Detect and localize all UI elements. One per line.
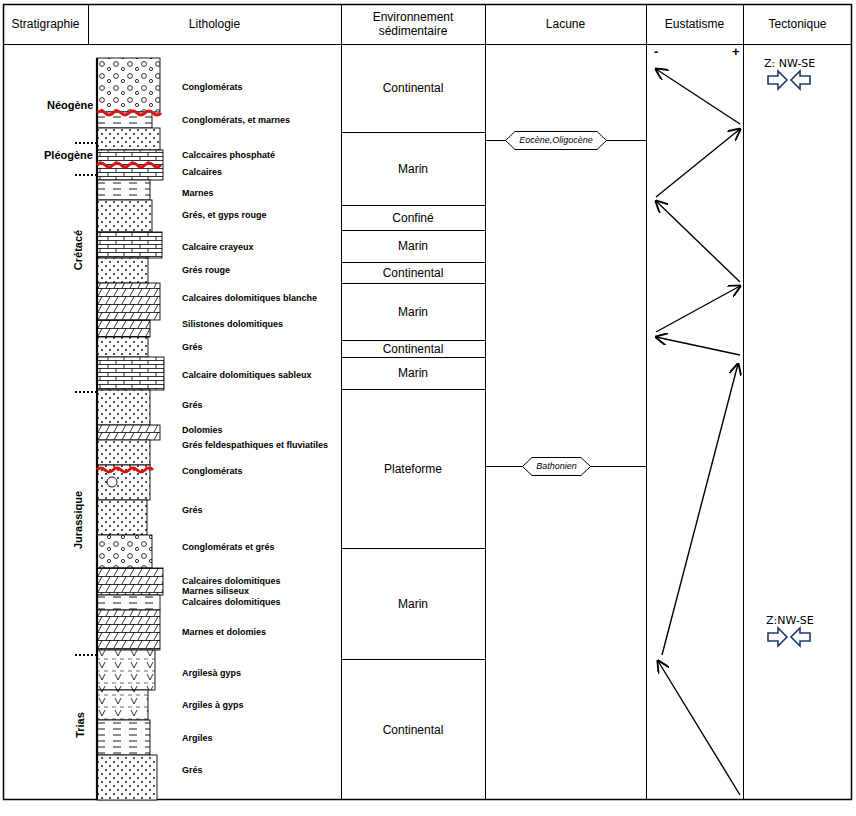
- header-text: Tectonique: [768, 17, 826, 31]
- lithology-label: Grés feldespathiques et fluviatiles: [182, 440, 328, 451]
- compression-arrow: [768, 71, 810, 646]
- environment-band: Continental: [341, 262, 485, 283]
- environment-band: Marin: [341, 357, 485, 389]
- stage-name: Néogène: [47, 99, 93, 112]
- eustatism-sign: -: [654, 45, 658, 59]
- environment-band: Marin: [341, 230, 485, 262]
- header-text: Lithologie: [189, 17, 240, 31]
- environment-band: Plateforme: [341, 389, 485, 548]
- unconformity-line: [97, 111, 161, 472]
- lithology-label: Conglomérats, et marnes: [182, 115, 290, 126]
- header-text: Lacune: [546, 17, 585, 31]
- hexagon-shape: [523, 458, 591, 476]
- lithology-column: [97, 58, 164, 800]
- lithology-label: Argilesà gyps: [182, 668, 241, 679]
- column-header: Eustatisme: [646, 4, 743, 44]
- lithology-label: Conglomérats: [182, 466, 243, 477]
- gap-label: Eocène,Oligocène: [519, 135, 593, 146]
- stage-name: Jurassique: [72, 491, 85, 549]
- lithology-label: Conglomérats et grés: [182, 542, 275, 553]
- lithology-label: Marnes: [182, 188, 214, 199]
- stress-label: Z:NW-SE: [766, 614, 814, 627]
- environment-label: Continental: [383, 723, 444, 737]
- stage-boundary: [75, 143, 96, 655]
- header-text: Eustatisme: [665, 17, 724, 31]
- environment-band: Continental: [341, 44, 485, 132]
- eustatism-sign: +: [732, 45, 740, 59]
- environment-label: Continental: [383, 342, 444, 356]
- environment-band: Continental: [341, 340, 485, 357]
- lithology-label: Conglomérats: [182, 82, 243, 93]
- gap-marker: Bathonien: [522, 457, 591, 476]
- column-header: Lacune: [485, 4, 646, 44]
- lithology-label: Grés: [182, 765, 203, 776]
- column-header: Stratigraphie: [3, 4, 88, 44]
- stage-name: Pléogène: [44, 149, 93, 162]
- environment-band: Confiné: [341, 205, 485, 230]
- eustatism-arrow: [656, 69, 740, 795]
- environment-label: Marin: [398, 162, 428, 176]
- lithology-label: Grés: [182, 342, 203, 353]
- table-grid: [3, 4, 852, 800]
- gap-label: Bathonien: [536, 461, 577, 472]
- lithology-label: Grés: [182, 400, 203, 411]
- hexagon-shape: [506, 132, 607, 150]
- gap-marker: Eocène,Oligocène: [505, 131, 607, 150]
- lithology-label: Grés: [182, 505, 203, 516]
- lithology-label: Calccaires phosphaté: [182, 150, 275, 161]
- environment-label: Continental: [383, 266, 444, 280]
- environment-label: Marin: [398, 597, 428, 611]
- environment-band: Marin: [341, 283, 485, 340]
- lithology-label: Calcaires dolomitiques blanche: [182, 293, 317, 304]
- lithology-label: Marnes et dolomies: [182, 627, 266, 638]
- environment-label: Marin: [398, 305, 428, 319]
- lithology-label: Calcaires: [182, 167, 222, 178]
- lithology-label: Argiles: [182, 733, 213, 744]
- environment-label: Marin: [398, 366, 428, 380]
- lithology-label: Grés, et gyps rouge: [182, 210, 267, 221]
- environment-band: Marin: [341, 132, 485, 205]
- lithology-label: Grés rouge: [182, 265, 230, 276]
- lithology-label: Silistones dolomitiques: [182, 319, 283, 330]
- column-header: Tectonique: [743, 4, 852, 44]
- environment-label: Continental: [383, 81, 444, 95]
- lithology-label: Calcaire crayeux: [182, 242, 254, 253]
- environment-label: Confiné: [392, 211, 433, 225]
- lithology-label: Dolomies: [182, 425, 223, 436]
- lithology-label: Argiles à gyps: [182, 700, 244, 711]
- environment-label: Plateforme: [384, 462, 442, 476]
- stage-name: Trias: [74, 712, 87, 738]
- stress-label: Z: NW-SE: [764, 57, 815, 70]
- environment-band: Marin: [341, 548, 485, 659]
- column-header: Lithologie: [88, 4, 341, 44]
- environment-label: Marin: [398, 239, 428, 253]
- header-text: Environnement sédimentaire: [344, 10, 482, 38]
- column-header: Environnement sédimentaire: [341, 4, 485, 44]
- environment-band: Continental: [341, 659, 485, 800]
- lithology-label: Calcaire dolomitiques sableux: [182, 370, 312, 381]
- header-text: Stratigraphie: [11, 17, 79, 31]
- lithology-label: Marnes siliseux: [182, 586, 249, 597]
- stage-name: Crétacé: [72, 230, 85, 270]
- lithology-label: Calcaires dolomitiques: [182, 576, 281, 587]
- lithology-label: Calcaires dolomitiques: [182, 597, 281, 608]
